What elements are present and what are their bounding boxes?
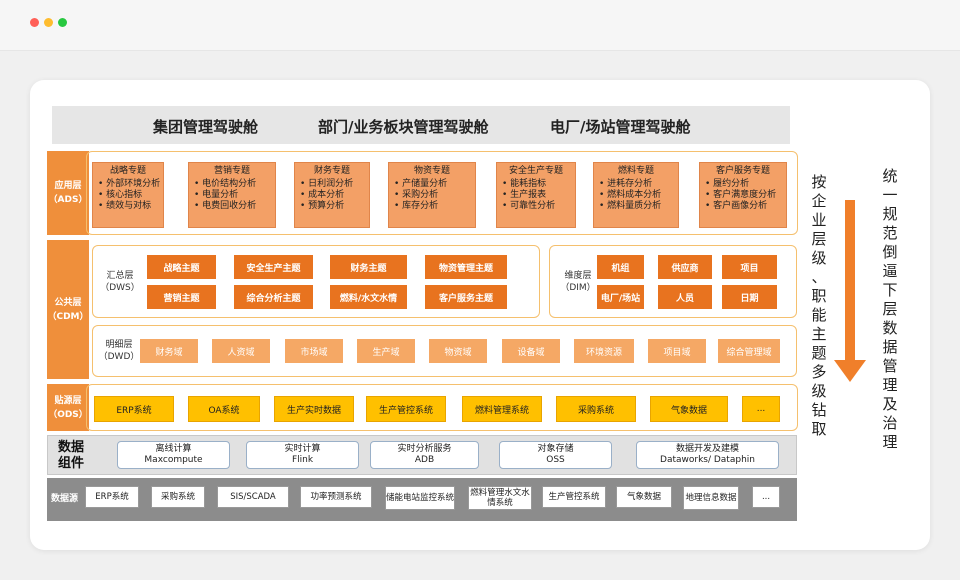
source-storage-monitoring: 储能电站监控系统 bbox=[385, 486, 455, 510]
dws-marketing: 营销主题 bbox=[147, 285, 216, 309]
ads-panel bbox=[86, 151, 798, 235]
dws-safety-production: 安全生产主题 bbox=[234, 255, 313, 279]
ods-panel bbox=[86, 384, 798, 431]
ods-realtime-production: 生产实时数据 bbox=[274, 396, 354, 422]
dim-personnel: 人员 bbox=[658, 285, 712, 309]
dws-strategy: 战略主题 bbox=[147, 255, 216, 279]
dws-panel bbox=[92, 245, 540, 318]
topic-finance: 财务专题 日利润分析成本分析预算分析 bbox=[294, 162, 370, 228]
ods-erp: ERP系统 bbox=[94, 396, 174, 422]
topic-customer-service: 客户服务专题 履约分析客户满意度分析客户画像分析 bbox=[699, 162, 787, 228]
dim-label: 维度层（DIM） bbox=[560, 271, 596, 293]
dwd-project: 项目域 bbox=[648, 339, 706, 363]
drilldown-caption: 按企业层级、职能主题多级钻取 bbox=[811, 173, 827, 438]
source-production-control: 生产管控系统 bbox=[542, 486, 606, 508]
dwd-label: 明细层（DWD） bbox=[98, 340, 140, 362]
ods-oa: OA系统 bbox=[188, 396, 260, 422]
ods-production-control: 生产管控系统 bbox=[366, 396, 446, 422]
dim-unit: 机组 bbox=[597, 255, 644, 279]
source-more: ... bbox=[752, 486, 780, 508]
topic-marketing: 营销专题 电价结构分析电量分析电费回收分析 bbox=[188, 162, 276, 228]
dim-supplier: 供应商 bbox=[658, 255, 712, 279]
topic-safety-production: 安全生产专题 能耗指标生产报表可靠性分析 bbox=[496, 162, 576, 228]
source-power-forecast: 功率预测系统 bbox=[300, 486, 372, 508]
source-weather: 气象数据 bbox=[616, 486, 672, 508]
source-sis-scada: SIS/SCADA bbox=[217, 486, 289, 508]
topic-strategy: 战略专题 外部环境分析核心指标绩效与对标 bbox=[92, 162, 164, 228]
topic-fuel: 燃料专题 进耗存分析燃料成本分析燃料量质分析 bbox=[593, 162, 679, 228]
maximize-window-dot[interactable] bbox=[58, 18, 67, 27]
ods-layer-label: 贴源层（ODS） bbox=[47, 384, 89, 431]
dim-project: 项目 bbox=[722, 255, 777, 279]
dwd-environment-resources: 环境资源 bbox=[574, 339, 634, 363]
dws-finance: 财务主题 bbox=[330, 255, 407, 279]
window-titlebar bbox=[0, 0, 960, 51]
cockpit-department: 部门/业务板块管理驾驶舱 bbox=[318, 118, 489, 136]
ods-weather: 气象数据 bbox=[650, 396, 728, 422]
source-geographic: 地理信息数据 bbox=[683, 486, 739, 510]
dws-fuel-hydrology: 燃料/水文水情 bbox=[330, 285, 407, 309]
dim-date: 日期 bbox=[722, 285, 777, 309]
dwd-general-management: 综合管理域 bbox=[718, 339, 780, 363]
topic-materials: 物资专题 产储量分析采购分析库存分析 bbox=[388, 162, 476, 228]
ods-procurement: 采购系统 bbox=[556, 396, 636, 422]
close-window-dot[interactable] bbox=[30, 18, 39, 27]
dws-materials: 物资管理主题 bbox=[425, 255, 507, 279]
dwd-finance: 财务域 bbox=[140, 339, 198, 363]
governance-caption: 统一规范倒逼下层数据管理及治理 bbox=[882, 167, 898, 451]
dwd-hr: 人资域 bbox=[212, 339, 270, 363]
source-erp: ERP系统 bbox=[85, 486, 139, 508]
components-label: 数据组件 bbox=[58, 440, 85, 471]
dws-comprehensive-analysis: 综合分析主题 bbox=[234, 285, 313, 309]
dwd-production: 生产域 bbox=[357, 339, 415, 363]
dwd-equipment: 设备域 bbox=[502, 339, 560, 363]
cockpit-plant: 电厂/场站管理驾驶舱 bbox=[550, 118, 691, 136]
source-procurement: 采购系统 bbox=[151, 486, 205, 508]
minimize-window-dot[interactable] bbox=[44, 18, 53, 27]
cdm-layer-label: 公共层（CDM） bbox=[47, 240, 89, 379]
ads-layer-label: 应用层（ADS） bbox=[47, 151, 89, 235]
dws-customer-service: 客户服务主题 bbox=[425, 285, 507, 309]
cockpit-band bbox=[52, 106, 790, 144]
dwd-materials: 物资域 bbox=[429, 339, 487, 363]
source-fuel-hydrology: 燃料管理水文水情系统 bbox=[468, 486, 532, 510]
dim-plant-station: 电厂/场站 bbox=[597, 285, 644, 309]
dws-label: 汇总层（DWS） bbox=[100, 271, 140, 293]
ods-more: ... bbox=[742, 396, 780, 422]
cockpit-group: 集团管理驾驶舱 bbox=[153, 118, 259, 136]
ods-fuel-management: 燃料管理系统 bbox=[462, 396, 542, 422]
dim-panel bbox=[549, 245, 797, 318]
dwd-panel bbox=[92, 325, 797, 377]
sources-label: 数据源 bbox=[51, 494, 79, 504]
down-arrow bbox=[830, 200, 870, 385]
dwd-market: 市场域 bbox=[285, 339, 343, 363]
